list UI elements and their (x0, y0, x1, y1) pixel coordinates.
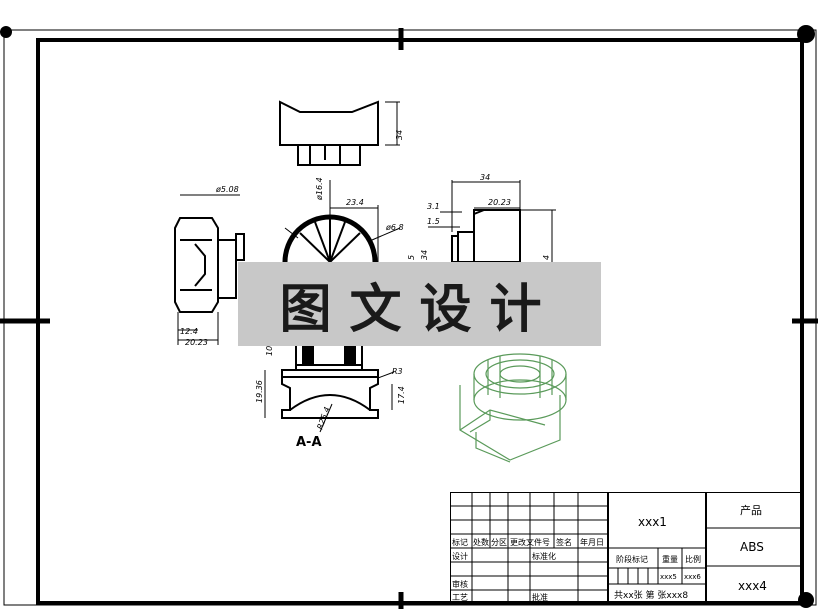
title-block: 标记 处数 分区 更改文件号 签名 年月日 设计 标准化 审核 工艺 批准 阶段… (450, 492, 802, 604)
corner-mark-tl (0, 26, 12, 38)
product-label: 产品 (740, 503, 762, 517)
drawing-name: xxx1 (638, 515, 667, 529)
watermark-text: 图文设计 (279, 278, 560, 340)
dim-front-124: 12.4 (180, 327, 198, 336)
dim-front-d508: ø5.08 (215, 185, 239, 194)
dim-section-174: 17.4 (397, 386, 406, 404)
dim-side-31: 3.1 (427, 202, 440, 211)
material: ABS (740, 540, 764, 554)
dim-front-2023: 20.23 (185, 338, 208, 347)
scale-label: 比例 (685, 554, 701, 564)
dim-wheel-10: 10 (265, 346, 274, 356)
dim-wheel-234: 23.4 (346, 198, 364, 207)
header-mark: 标记 (452, 537, 468, 547)
sheets-info: 共xx张 第 张xxx8 (614, 589, 688, 601)
section-view (264, 345, 395, 433)
drawing-number: xxx4 (738, 579, 767, 593)
dim-side-34b: 34 (420, 250, 429, 260)
row-standard: 标准化 (532, 551, 556, 561)
top-view (279, 100, 400, 166)
row-approve: 批准 (532, 592, 548, 602)
dim-top-34: 34 (395, 130, 404, 140)
dim-wheel-d68: ø6.8 (385, 223, 404, 232)
dim-side-4: 4 (542, 255, 551, 260)
dim-side-34: 34 (480, 173, 490, 182)
header-signature: 签名 (556, 537, 572, 547)
row-check: 审核 (452, 579, 468, 589)
front-view (174, 194, 245, 345)
weight-label: 重量 (662, 554, 678, 564)
wheel-view (282, 180, 401, 263)
header-change-doc: 更改文件号 (510, 537, 550, 547)
dim-wheel-d164: ø16.4 (315, 177, 324, 201)
side-view (428, 180, 556, 263)
isometric-view (459, 353, 567, 463)
header-count: 处数 (473, 537, 489, 547)
corner-mark-tr (797, 25, 815, 43)
header-date: 年月日 (580, 537, 604, 547)
row-design: 设计 (452, 551, 468, 561)
dim-section-r3: R3 (392, 367, 403, 376)
weight-value: xxx5 (660, 573, 677, 581)
dim-side-2023: 20.23 (488, 198, 511, 207)
section-label: A-A (296, 435, 322, 450)
header-zone: 分区 (491, 538, 507, 547)
corner-mark-br (798, 592, 814, 608)
watermark-banner: 图文设计 (238, 262, 601, 346)
row-process: 工艺 (452, 593, 468, 602)
dim-section-1936: 19.36 (255, 380, 264, 403)
dim-side-5: 5 (407, 255, 416, 260)
dim-side-15: 1.5 (427, 217, 440, 226)
scale-value: xxx6 (684, 573, 701, 581)
stage-mark-label: 阶段标记 (616, 554, 648, 564)
